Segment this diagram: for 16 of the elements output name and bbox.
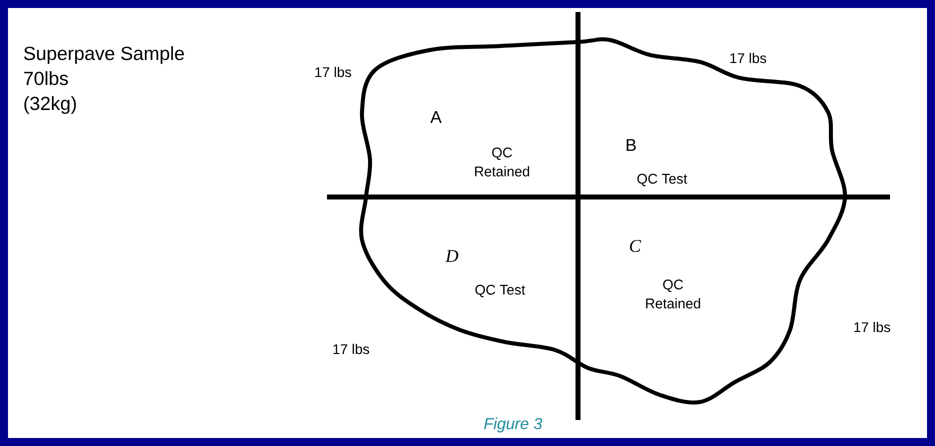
figure-caption: Figure 3 [484, 418, 542, 432]
label-text: QC Retained [646, 280, 700, 308]
label-text: 70lbs [24, 71, 68, 86]
label-text: D [445, 250, 458, 262]
label-text: Superpave Sample [24, 46, 184, 64]
label-text: 17 lbs [854, 322, 890, 332]
label-text: B [626, 139, 636, 151]
label-text: A [430, 111, 442, 123]
label-text: 17 lbs [315, 66, 352, 78]
label-text: (32kg) [24, 96, 76, 114]
label-text: QC Retained [475, 148, 530, 176]
label-text: QC Test [475, 284, 526, 298]
label-text: 17 lbs [730, 52, 766, 64]
label-text: 17 lbs [333, 344, 370, 354]
label-text: QC Test [637, 174, 688, 186]
label-text: C [630, 240, 642, 252]
